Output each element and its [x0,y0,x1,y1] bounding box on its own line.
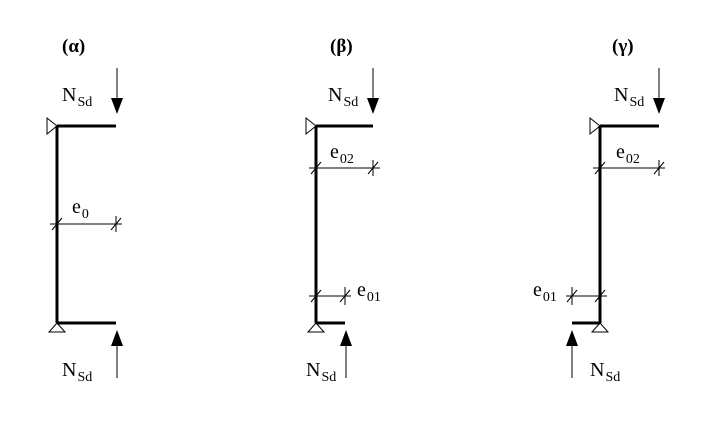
panel-gamma-e02-dimension [593,160,665,176]
panel-gamma: (γ) NSd e02 e01 [533,36,665,385]
panel-beta: (β) NSd e02 e01 [305,36,381,385]
panel-beta-top-support-icon [305,116,317,136]
panel-gamma-top-support-icon [589,116,601,136]
panel-gamma-bottom-force-label: NSd [590,359,620,385]
panel-gamma-e02-label: e02 [616,141,640,167]
panel-gamma-bottom-support-icon [590,322,610,333]
panel-gamma-title: (γ) [612,36,634,57]
panel-beta-bottom-support-icon [306,322,326,333]
panel-beta-bottom-force-arrow [340,330,352,378]
panel-beta-bottom-force-label: NSd [306,359,336,385]
panel-beta-top-force-label: NSd [328,84,358,110]
panel-alpha-title: (α) [62,36,85,57]
panel-gamma-top-force-arrow [653,68,665,114]
panel-alpha-top-support-icon [46,116,58,136]
panel-gamma-e01-dimension [566,287,607,305]
panel-alpha-top-force-arrow [111,68,123,114]
panel-alpha-top-force-label: NSd [62,84,92,110]
panel-beta-e02-label: e02 [330,141,354,167]
panel-gamma-e01-label: e01 [533,279,557,305]
panel-beta-e01-label: e01 [357,279,381,305]
panel-gamma-bottom-force-arrow [566,330,578,378]
panel-gamma-column [572,124,659,325]
panel-beta-top-force-arrow [367,68,379,114]
panel-alpha-bottom-force-arrow [111,330,123,378]
panel-beta-e02-dimension [309,160,380,176]
panel-gamma-top-force-label: NSd [614,84,644,110]
panel-alpha: (α) NSd e0 NSd [46,36,123,385]
panel-beta-column [314,124,373,325]
panel-beta-title: (β) [330,36,353,57]
panel-alpha-e0-dimension [50,216,122,232]
panel-alpha-bottom-force-label: NSd [62,359,92,385]
panel-alpha-e0-label: e0 [72,196,89,222]
panel-beta-e01-dimension [309,287,351,305]
panel-alpha-bottom-support-icon [47,322,67,333]
